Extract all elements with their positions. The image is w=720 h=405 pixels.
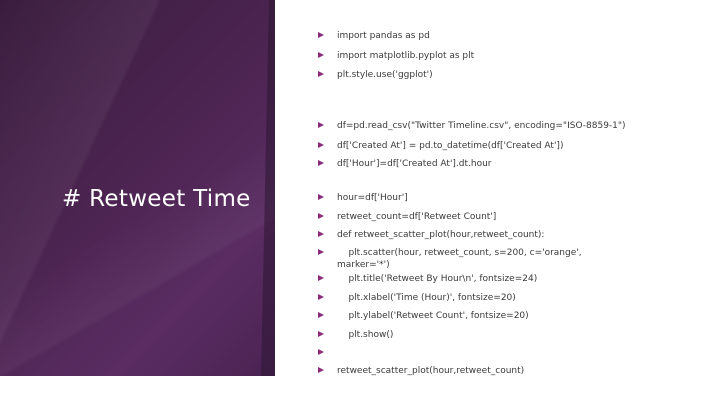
list-item: plt.ylabel('Retweet Count', fontsize=20) [318,310,710,322]
list-item: retweet_count=df['Retweet Count'] [318,211,710,223]
list-item: import matplotlib.pyplot as plt [318,50,710,62]
bullet-arrow-icon [318,331,324,337]
list-item: def retweet_scatter_plot(hour,retweet_co… [318,229,710,241]
bullet-arrow-icon [318,312,324,318]
bullet-arrow-icon [318,194,324,200]
bullet-arrow-icon [318,249,324,255]
list-item: df=pd.read_csv("Twitter Timeline.csv", e… [318,120,710,132]
bullet-arrow-icon [318,367,324,373]
bullet-arrow-icon [318,32,324,38]
bullet-arrow-icon [318,349,324,355]
bullet-arrow-icon [318,122,324,128]
bullet-arrow-icon [318,71,324,77]
list-item: df['Hour']=df['Created At'].dt.hour [318,158,710,170]
bullet-arrow-icon [318,142,324,148]
list-item: plt.scatter(hour, retweet_count, s=200, … [318,247,608,271]
list-item: plt.title('Retweet By Hour\n', fontsize=… [318,273,710,285]
bullet-arrow-icon [318,294,324,300]
bullet-arrow-icon [318,160,324,166]
list-item: plt.style.use('ggplot') [318,69,710,81]
bullet-arrow-icon [318,275,324,281]
bullet-arrow-icon [318,52,324,58]
bullet-arrow-icon [318,213,324,219]
panel-decoration [0,0,275,376]
bullet-arrow-icon [318,231,324,237]
list-item: retweet_scatter_plot(hour,retweet_count) [318,365,710,377]
slide-title: # Retweet Time [62,186,251,212]
list-item: plt.xlabel('Time (Hour)', fontsize=20) [318,292,710,304]
list-item: plt.show() [318,329,710,341]
list-item: df['Created At'] = pd.to_datetime(df['Cr… [318,140,710,152]
title-panel: # Retweet Time [0,0,275,376]
list-item: import pandas as pd [318,30,710,42]
list-item: hour=df['Hour'] [318,192,710,204]
